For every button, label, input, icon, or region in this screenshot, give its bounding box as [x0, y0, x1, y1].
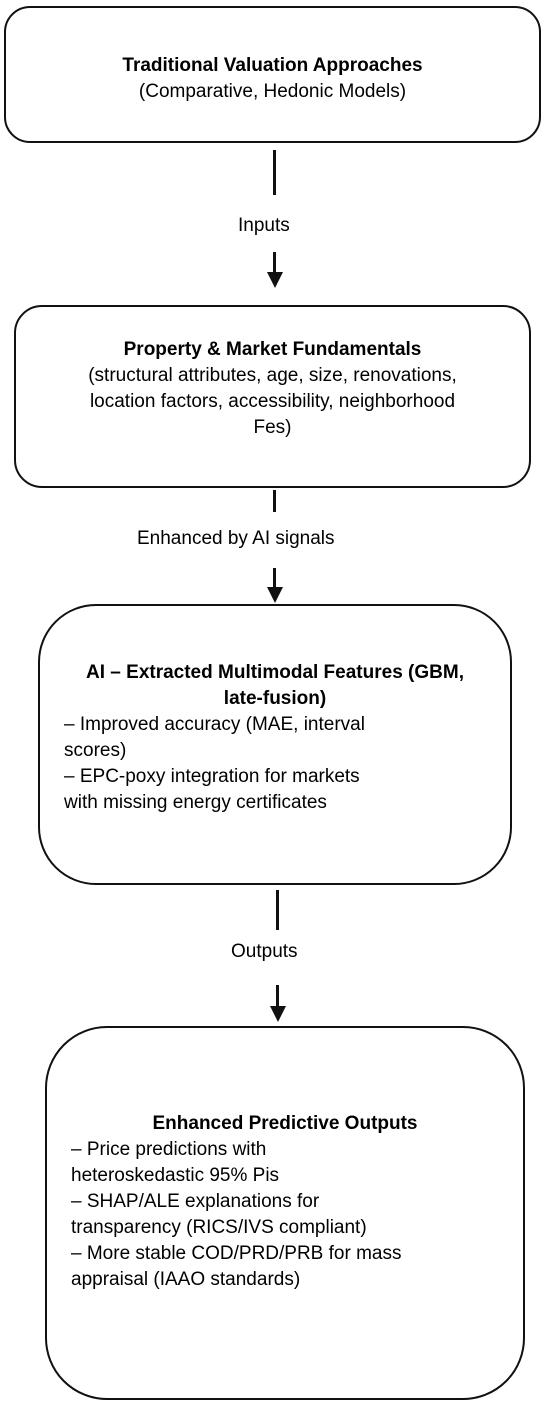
box-line: appraisal (IAAO standards)	[71, 1269, 301, 1290]
connector-label-inputs: Inputs	[238, 215, 290, 236]
ai-multimodal-features-box: AI – Extracted Multimodal Features (GBM,…	[38, 604, 512, 885]
connector-line	[276, 985, 279, 1007]
enhanced-predictive-outputs-box: Enhanced Predictive Outputs – Price pred…	[45, 1026, 525, 1400]
connector-line	[276, 890, 279, 930]
box-line: scores)	[64, 740, 127, 761]
box-title: Property & Market Fundamentals	[123, 339, 422, 360]
traditional-valuation-box: Traditional Valuation Approaches (Compar…	[4, 6, 541, 143]
box-line: transparency (RICS/IVS compliant)	[71, 1217, 367, 1238]
box-line: with missing energy certificates	[64, 792, 327, 813]
connector-line	[273, 150, 276, 195]
box-line: – Price predictions with	[71, 1139, 267, 1160]
box-line: Fes)	[253, 417, 292, 438]
property-market-fundamentals-box: Property & Market Fundamentals (structur…	[14, 305, 531, 488]
box-line: (structural attributes, age, size, renov…	[88, 365, 457, 386]
box-line: – SHAP/ALE explanations for	[71, 1191, 320, 1212]
box-line: – Improved accuracy (MAE, interval	[64, 714, 365, 735]
connector-label-enhanced: Enhanced by AI signals	[137, 528, 335, 549]
connector-line	[273, 490, 276, 512]
connector-label-outputs: Outputs	[231, 941, 298, 962]
box-line: – EPC-poxy integration for markets	[64, 766, 360, 787]
box-title: Traditional Valuation Approaches	[122, 55, 423, 76]
box-title: Enhanced Predictive Outputs	[152, 1113, 418, 1134]
box-line: (Comparative, Hedonic Models)	[138, 81, 407, 102]
box-title: AI – Extracted Multimodal Features (GBM,…	[86, 662, 464, 709]
box-line: – More stable COD/PRD/PRB for mass	[71, 1243, 402, 1264]
connector-line	[273, 252, 276, 274]
connector-line	[273, 568, 276, 588]
box-line: heteroskedastic 95% Pis	[71, 1165, 280, 1186]
arrow-down-icon	[267, 272, 283, 288]
arrow-down-icon	[267, 587, 283, 603]
box-line: location factors, accessibility, neighbo…	[89, 391, 456, 412]
arrow-down-icon	[270, 1006, 286, 1022]
